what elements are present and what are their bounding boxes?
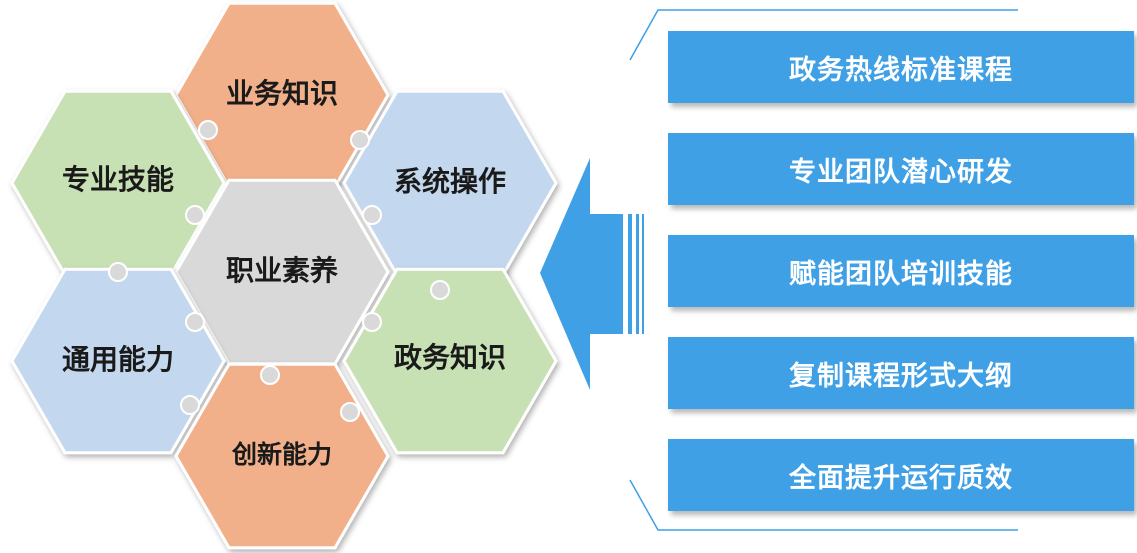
hex-lower-left-shape: [10, 267, 226, 455]
hex-bottom-shape: [174, 362, 390, 550]
hex-lower-left-label: 通用能力: [62, 343, 174, 376]
puzzle-knob-4: [362, 205, 382, 225]
puzzle-knob-7: [185, 312, 205, 332]
hex-lower-right-label: 政务知识: [394, 341, 506, 374]
puzzle-knob-5: [108, 262, 128, 282]
feature-bar-1: 政务热线标准课程: [668, 31, 1134, 103]
puzzle-knob-3: [185, 205, 205, 225]
left-arrow-shape: [540, 158, 644, 390]
puzzle-knob-8: [362, 312, 382, 332]
feature-bar-2: 专业团队潜心研发: [668, 133, 1134, 205]
puzzle-knob-1: [198, 120, 218, 140]
hex-lower-right-shape: [342, 267, 558, 455]
puzzle-knob-10: [180, 395, 200, 415]
puzzle-knob-2: [350, 130, 370, 150]
feature-bar-4: 复制课程形式大纲: [668, 337, 1134, 409]
hex-upper-right-label: 系统操作: [394, 165, 506, 198]
puzzle-knob-9: [260, 365, 280, 385]
hex-center-label: 职业素养: [226, 254, 338, 287]
hex-upper-left-label: 专业技能: [62, 163, 174, 196]
feature-bar-5: 全面提升运行质效: [668, 439, 1134, 511]
puzzle-knob-11: [340, 402, 360, 422]
puzzle-knob-6: [430, 280, 450, 300]
hex-bottom-label: 创新能力: [231, 440, 332, 469]
bracket-outline: [629, 9, 1018, 531]
feature-bar-3: 赋能团队培训技能: [668, 235, 1134, 307]
hex-top-label: 业务知识: [226, 77, 338, 110]
